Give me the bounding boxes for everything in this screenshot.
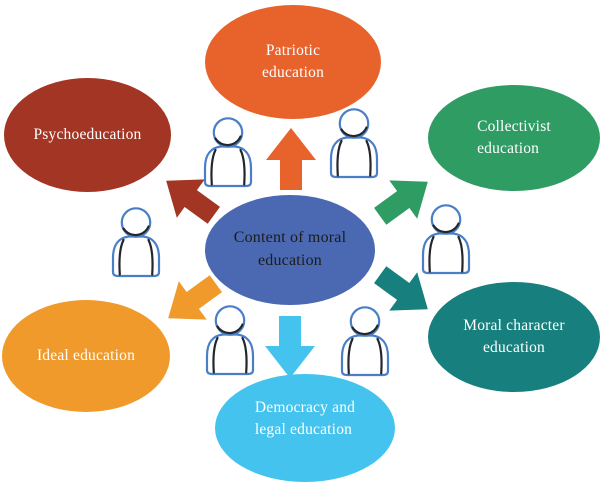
center-node-label: Content of moral education bbox=[233, 229, 347, 269]
person-icon-bottom-left bbox=[205, 305, 255, 376]
node-moral-character-education: Moral character education bbox=[428, 282, 600, 392]
node-content-of-moral-education: Content of moral education bbox=[205, 195, 375, 305]
node-label: Democracy and legal education bbox=[254, 399, 356, 438]
arrow-up-icon bbox=[266, 128, 316, 190]
node-label: Ideal education bbox=[36, 347, 136, 364]
arrow-down-icon bbox=[265, 316, 315, 378]
person-icon-top-right bbox=[329, 108, 379, 179]
node-label: Patriotic education bbox=[261, 42, 325, 81]
node-label: Psychoeducation bbox=[33, 126, 142, 143]
person-icon-middle-left bbox=[111, 207, 161, 278]
node-collectivist-education: Collectivist education bbox=[428, 85, 600, 191]
node-ideal-education: Ideal education bbox=[2, 300, 170, 412]
person-icon-top-left bbox=[203, 117, 253, 188]
node-patriotic-education: Patriotic education bbox=[205, 5, 381, 119]
person-icon-middle-right bbox=[421, 204, 471, 275]
node-label: Moral character education bbox=[463, 317, 565, 356]
person-icon-bottom-right bbox=[340, 306, 390, 377]
node-label: Collectivist education bbox=[477, 118, 551, 157]
node-psychoeducation: Psychoeducation bbox=[4, 78, 171, 192]
node-democracy-legal-education: Democracy and legal education bbox=[215, 374, 395, 482]
